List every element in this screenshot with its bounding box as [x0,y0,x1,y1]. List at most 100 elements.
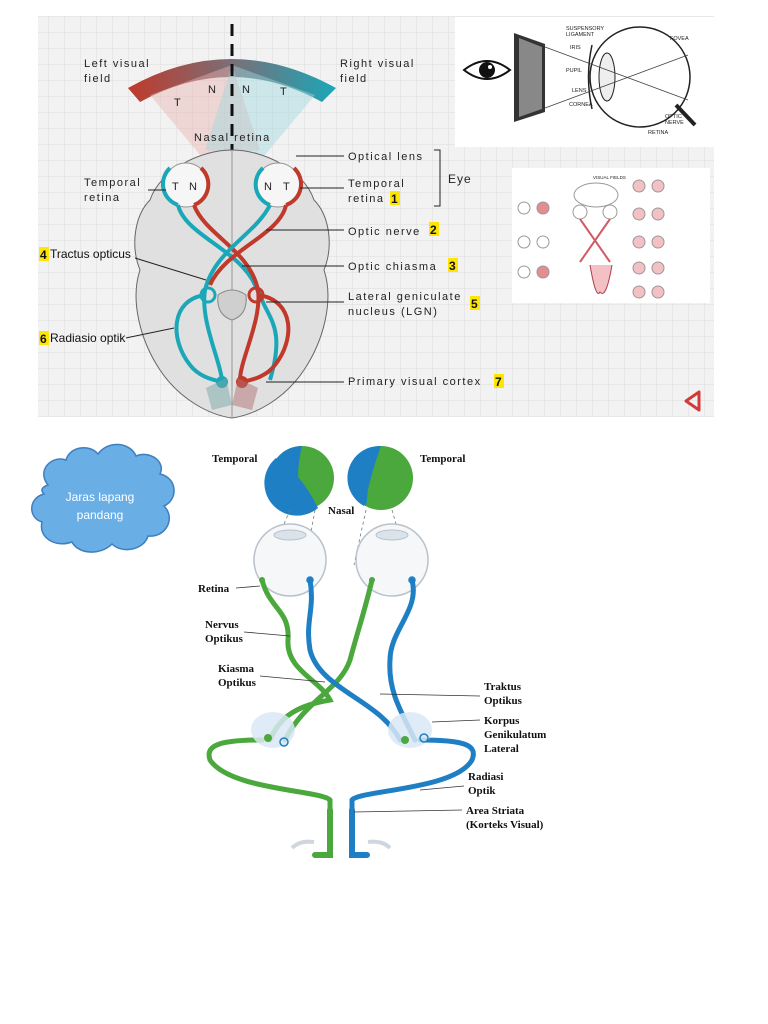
lgn-label-2: nucleus (LGN) [348,306,438,318]
left-cortex-area [206,378,232,410]
hemifield-t-left: T [174,97,181,109]
left-nasal-crossing-pathway [192,204,261,381]
right-lens [375,529,409,541]
traktus-leader [379,693,481,697]
right-optic-radiation [241,293,291,384]
num-1: 1 [391,192,398,206]
blue-crossing-pathway [306,577,403,743]
num-6-highlight [39,331,49,345]
korpus-label-1: Korpus [484,715,520,727]
nervus-label-2: Optikus [205,633,244,645]
fovea-label: FOVEA [670,36,689,42]
temporal-retina-right-1: Temporal [348,178,405,190]
brainstem [217,289,247,321]
left-visual-field-label-2: field [84,73,112,85]
nervus-leader [243,631,291,637]
optic-chiasma-label: Optic chiasma [348,261,437,273]
optic-nerve-anatomy-1: OPTIC [665,114,682,120]
optic-nerve-label: Optic nerve [348,226,421,238]
right-field-blue-sector-b [349,460,368,506]
green-radiation [206,737,333,813]
radiasi-leader [419,785,465,791]
eye-label: Eye [448,172,472,186]
left-visual-field-label-1: Left visual [84,58,150,70]
arrow-tractus [134,257,207,281]
right-eye-t: T [283,181,290,193]
optic-nerve-stub [674,103,697,127]
optical-lens-label: Optical lens [348,151,423,163]
right-lgn [247,286,265,304]
iris-label: IRIS [570,45,581,51]
temporal-right-label: Temporal [420,453,465,465]
kiasma-label-1: Kiasma [218,663,255,675]
right-eye-nasal-retina [253,166,271,207]
blue-cortex [349,807,370,858]
left-optic-radiation [174,293,223,384]
area-label-1: Area Striata [466,805,525,817]
left-lgn-blue-dot [279,737,289,747]
temporal-retina-right-2: retina [348,193,385,205]
korpus-label-2: Genikulatum [484,729,546,741]
suspensory-label-1: SUSPENSORY [566,26,604,32]
nervus-label-1: Nervus [205,619,239,631]
blue-radiation [349,737,476,813]
right-eye-n: N [264,181,272,193]
retina-leader [235,585,261,589]
korpus-leader [431,719,481,723]
visual-field-defects-inset: VISUAL FIELDS [512,168,710,303]
num-3-highlight [448,258,458,272]
num-7: 7 [495,375,502,389]
num-7-highlight [494,374,504,388]
left-eye-t: T [172,181,179,193]
radiasi-label-1: Radiasi [468,771,503,783]
cloud-label-1: Jaras lapang [66,490,135,504]
field-defect-pathway-sketch [572,182,619,294]
cloud-shape [31,443,175,553]
cortex-outline [290,839,392,850]
radiasi-label-2: Optik [468,785,496,797]
field-defect-circles-left [517,201,550,279]
left-eye-nasal-retina [193,166,211,207]
field-defects-heading: VISUAL FIELDS [593,175,626,180]
retina-label: Retina [198,583,230,595]
temporal-retina-left-2: retina [84,192,121,204]
right-temporal-pathway [208,204,288,286]
num-2: 2 [430,223,437,237]
hemifield-n-left: N [208,84,216,96]
left-lgn-bottom [251,712,295,748]
back-arrow-icon[interactable] [684,390,701,412]
hemifield-t-right: T [280,86,287,98]
lgn-label-1: Lateral geniculate [348,291,462,303]
nasal-retina-label: Nasal retina [194,132,271,144]
eye-bracket [434,149,441,207]
field-defects-background [512,168,710,303]
left-eye-n: N [189,181,197,193]
left-lgn [199,286,217,304]
right-lgn-bottom [388,712,432,748]
field-defect-circles-right [632,179,665,299]
right-eye-temporal-retina [285,166,304,207]
num-5-highlight [470,296,480,310]
visual-cortex-label: Primary visual cortex [348,376,482,388]
korpus-label-3: Lateral [484,743,519,755]
num-2-highlight [429,222,439,236]
num-3: 3 [449,259,456,273]
cornea-shape [587,44,593,110]
nasal-label: Nasal [328,505,354,517]
optic-nerve-anatomy-2: NERVE [665,120,684,126]
hemifield-n-right: N [242,84,250,96]
num-4: 4 [40,248,47,262]
bottom-pathways [206,577,476,858]
num-5: 5 [471,297,478,311]
temporal-left-label: Temporal [212,453,257,465]
cloud-label-2: pandang [77,508,124,522]
lens-label: LENS [572,88,587,94]
light-source-inner [519,38,542,117]
pupil-label: PUPIL [566,68,582,74]
visual-field-arc [128,59,336,102]
right-lgn-green-dot [401,736,409,744]
radiasio-optik-label: Radiasio optik [50,331,126,345]
left-field-blue-sector [264,458,318,516]
arrow-radiasio [125,327,175,339]
